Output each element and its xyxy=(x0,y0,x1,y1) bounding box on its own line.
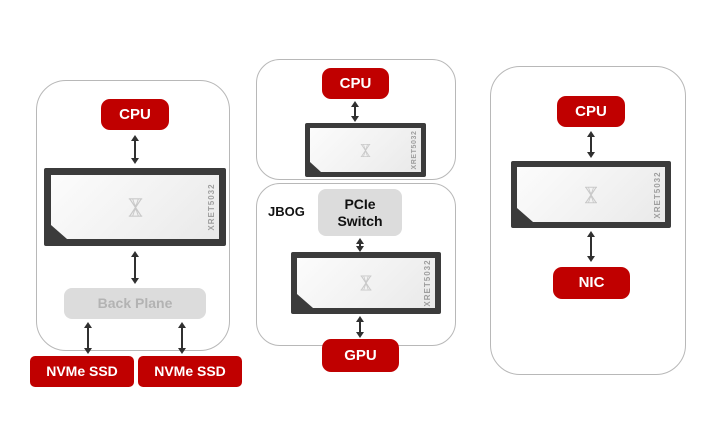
cpu-box: CPU xyxy=(101,99,169,130)
double-arrow-icon xyxy=(83,322,93,354)
double-arrow-icon xyxy=(586,131,596,158)
chip-logo-icon xyxy=(356,141,375,160)
double-arrow-icon xyxy=(130,251,140,284)
chip-part-number: XRET5032 xyxy=(411,130,418,170)
double-arrow-icon xyxy=(586,231,596,262)
double-arrow-icon xyxy=(350,101,360,122)
chip-part-number: XRET5032 xyxy=(207,183,216,231)
chip-part-number: XRET5032 xyxy=(653,170,662,219)
double-arrow-icon xyxy=(355,316,365,338)
chip-substrate: XRET5032 xyxy=(297,258,435,308)
chip-logo-icon xyxy=(355,272,377,294)
nic-box: NIC xyxy=(553,267,630,299)
chip-logo-icon xyxy=(579,183,603,207)
retimer-chip: XRET5032 xyxy=(305,123,426,177)
cpu-box: CPU xyxy=(557,96,625,127)
double-arrow-icon xyxy=(130,135,140,164)
cpu-box: CPU xyxy=(322,68,389,99)
chip-substrate: XRET5032 xyxy=(310,128,421,172)
double-arrow-icon xyxy=(355,238,365,252)
chip-logo-icon xyxy=(122,194,149,221)
nvme-ssd-box: NVMe SSD xyxy=(138,356,242,387)
nvme-ssd-box: NVMe SSD xyxy=(30,356,134,387)
chip-substrate: XRET5032 xyxy=(517,167,665,222)
pcie-switch-box: PCIe Switch xyxy=(318,189,402,236)
backplane-box: Back Plane xyxy=(64,288,206,319)
gpu-box: GPU xyxy=(322,339,399,372)
chip-part-number: XRET5032 xyxy=(423,259,432,307)
double-arrow-icon xyxy=(177,322,187,354)
chip-substrate: XRET5032 xyxy=(51,175,219,239)
retimer-chip: XRET5032 xyxy=(291,252,441,314)
retimer-chip: XRET5032 xyxy=(44,168,226,246)
jbog-label: JBOG xyxy=(268,204,305,219)
retimer-chip: XRET5032 xyxy=(511,161,671,228)
